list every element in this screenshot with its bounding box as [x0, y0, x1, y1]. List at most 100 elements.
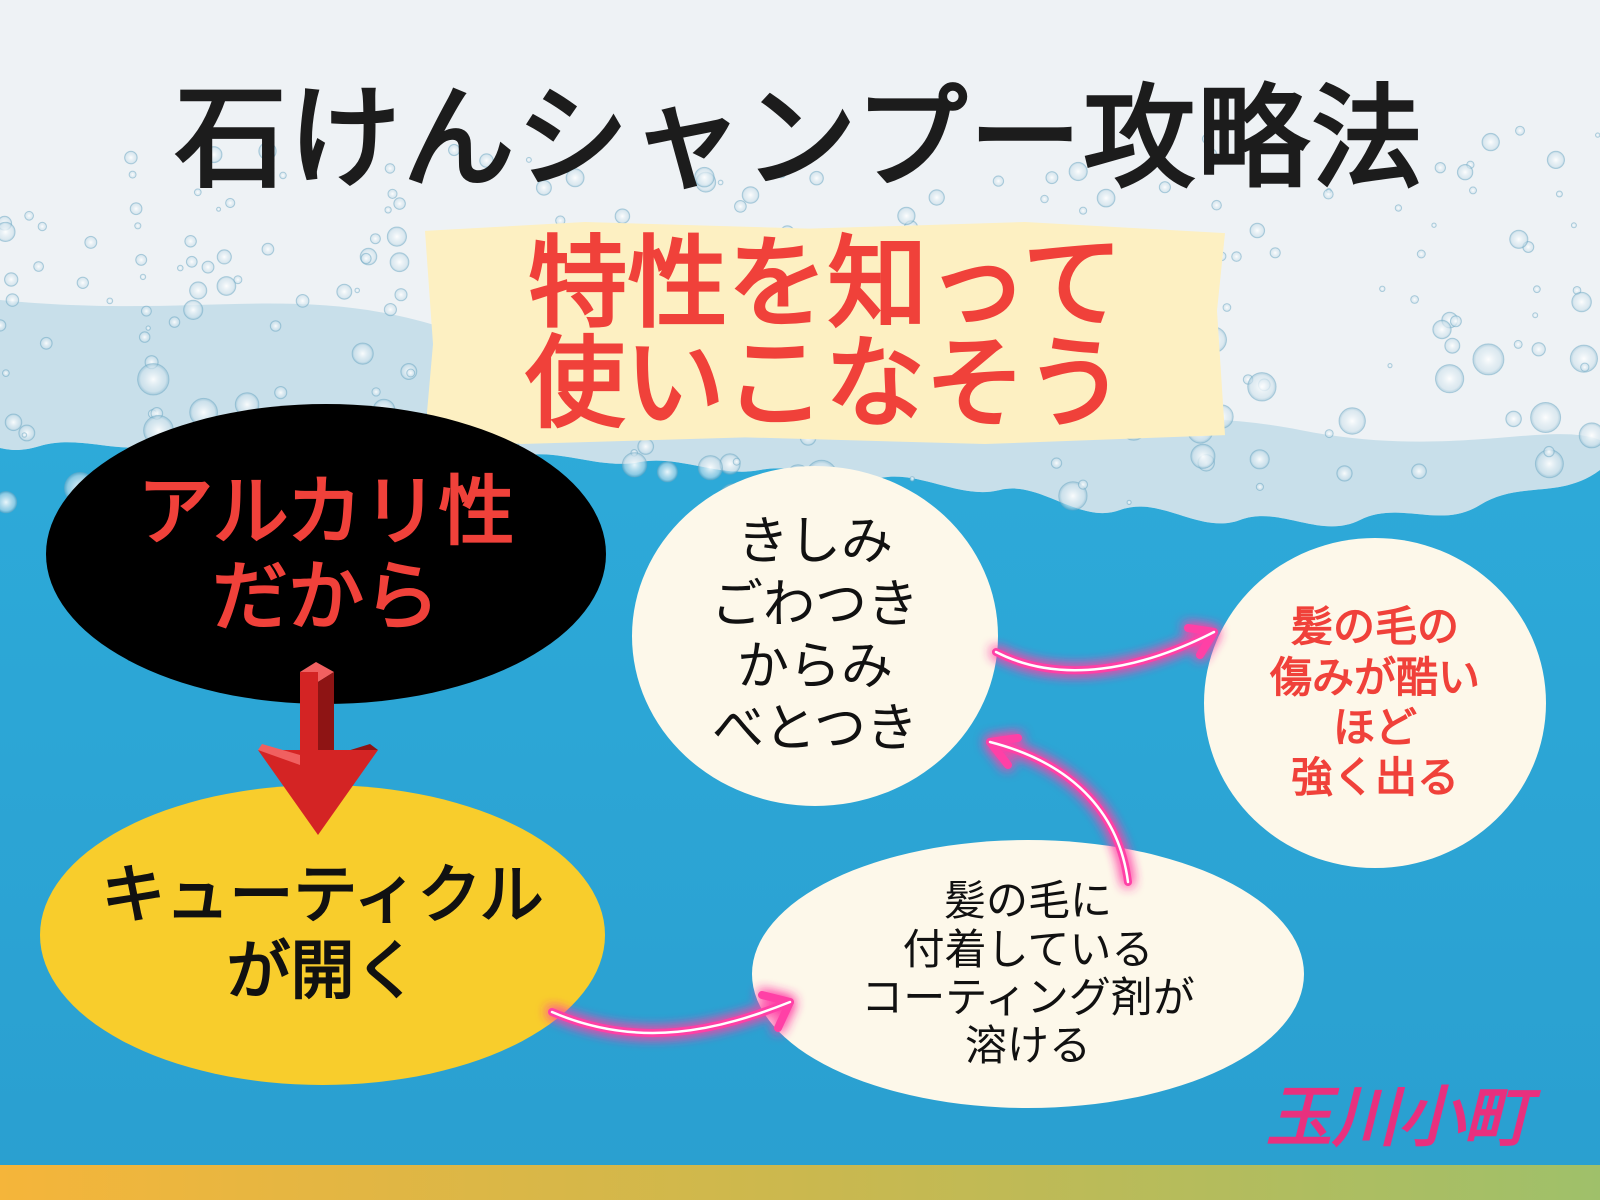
foam-bubble: [5, 293, 20, 307]
foam-bubble: [138, 331, 151, 343]
foam-bubble: [394, 288, 408, 302]
foam-bubble: [1336, 465, 1353, 482]
foam-bubble: [4, 413, 23, 432]
foam-bubble: [479, 153, 494, 168]
foam-bubble: [565, 168, 585, 188]
foam-bubble: [0, 491, 18, 514]
foam-bubble: [39, 336, 53, 350]
foam-bubble: [140, 305, 152, 317]
alkaline-line-2: だから: [212, 552, 440, 641]
foam-bubble: [205, 146, 223, 164]
banner-line-1: 特性を知って: [527, 225, 1123, 342]
foam-bubble: [139, 273, 147, 281]
foam-bubble: [383, 303, 397, 317]
foam-bubble: [1432, 319, 1452, 340]
foam-bubble: [135, 253, 148, 266]
foam-bubble: [525, 156, 532, 163]
foam-bubble: [1580, 362, 1590, 372]
foam-bubble: [1079, 206, 1088, 215]
foam-bubble: [1543, 445, 1555, 458]
foam-bubble: [1249, 222, 1266, 239]
foam-bubble: [1515, 125, 1525, 136]
alkaline-oval: アルカリ性 だから: [46, 404, 606, 704]
foam-bubble: [1434, 162, 1447, 174]
foam-bubble: [1472, 343, 1505, 376]
foam-bubble: [1247, 372, 1277, 402]
symptom-line: きしみ: [736, 512, 893, 573]
symptom-line: べとつき: [712, 699, 918, 760]
foam-bubble: [1505, 410, 1522, 428]
foam-bubble: [183, 299, 204, 320]
foam-bubble: [389, 252, 410, 273]
foam-bubble: [406, 368, 416, 378]
coating-line: 溶ける: [964, 1021, 1091, 1071]
foam-bubble: [1040, 194, 1049, 204]
foam-bubble: [261, 242, 275, 256]
foam-bubble: [1530, 402, 1562, 433]
foam-bubble: [0, 319, 7, 332]
foam-bubble: [1444, 337, 1461, 354]
foam-bubble: [134, 222, 142, 230]
foam-bubble: [1231, 251, 1242, 262]
foam-bubble: [76, 276, 90, 289]
foam-bubble: [189, 281, 208, 300]
foam-bubble: [1045, 171, 1059, 185]
tagline-banner: 特性を知って 使いこなそう: [425, 222, 1225, 444]
foam-bubble: [732, 457, 741, 466]
foam-bubble: [1338, 407, 1366, 435]
foam-bubble: [124, 150, 138, 165]
foam-bubble: [2, 369, 10, 378]
foam-bubble: [225, 197, 236, 209]
foam-bubble: [24, 210, 35, 221]
foam-bubble: [269, 320, 282, 332]
foam-bubble: [177, 264, 184, 272]
foam-bubble: [1481, 132, 1500, 152]
foam-bubble: [1431, 222, 1437, 228]
foam-bubble: [1571, 291, 1592, 313]
symptoms-circle: きしみ ごわつき からみ べとつき: [632, 466, 998, 806]
arrow-coating-to-symptoms-icon: [986, 734, 1132, 886]
foam-bubble: [769, 170, 777, 178]
foam-bubble: [18, 424, 36, 442]
foam-bubble: [193, 188, 202, 197]
foam-bubble: [1058, 481, 1088, 511]
symptom-line: ごわつき: [710, 574, 919, 635]
damage-line: 髪の毛の: [1290, 602, 1459, 652]
foam-bubble: [84, 235, 98, 249]
foam-bubble: [106, 297, 114, 305]
foam-bubble: [384, 206, 392, 214]
foam-bubble: [1555, 190, 1563, 198]
foam-bubble: [233, 275, 243, 285]
foam-bubble: [1077, 479, 1089, 490]
foam-bubble: [351, 342, 374, 365]
foam-bubble: [128, 170, 137, 179]
banner-line-2: 使いこなそう: [525, 325, 1125, 442]
foam-bubble: [1050, 457, 1063, 469]
foam-bubble: [1449, 315, 1462, 328]
foam-bubble: [387, 188, 398, 199]
foam-bubble: [216, 276, 237, 296]
foam-bubble: [809, 170, 824, 186]
foam-bubble: [1205, 148, 1218, 160]
foam-bubble: [336, 283, 353, 300]
foam-bubble: [33, 261, 44, 272]
foam-bubble: [1410, 295, 1419, 304]
foam-bubble: [1387, 363, 1393, 369]
coating-line: コーティング剤が: [861, 973, 1195, 1022]
foam-bubble: [258, 141, 277, 161]
foam-bubble: [168, 316, 181, 328]
coating-line: 髪の毛に: [943, 876, 1112, 926]
foam-bubble: [274, 386, 288, 400]
foam-bubble: [1269, 247, 1281, 259]
foam-bubble: [37, 221, 47, 232]
foam-bubble: [145, 325, 151, 331]
foam-bubble: [1276, 174, 1284, 182]
foam-bubble: [1569, 344, 1599, 373]
foam-bubble: [992, 175, 1005, 187]
foam-bubble: [897, 206, 916, 226]
foam-bubble: [384, 163, 396, 174]
foam-bubble: [776, 167, 787, 179]
damage-line: ほど: [1332, 703, 1417, 752]
foam-bubble: [621, 452, 648, 478]
